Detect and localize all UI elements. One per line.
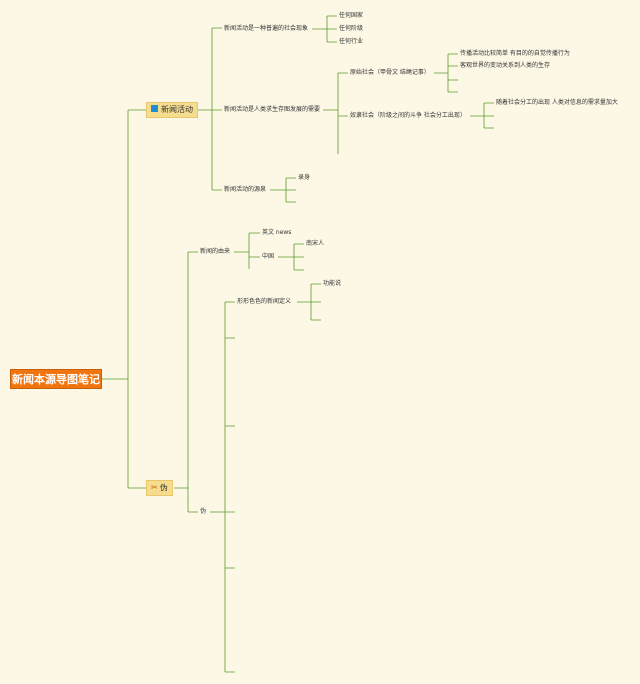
node-news-definitions[interactable]: 形形色色的新闻定义 (237, 298, 292, 305)
branch-fake[interactable]: ✂伪 (146, 480, 173, 496)
node-common-phenomenon[interactable]: 新闻活动是一种普遍的社会现象 (224, 25, 309, 32)
node-slave-child-1[interactable]: 随着社会分工的出现 人类对信息的需求量加大 (496, 99, 618, 106)
node-any-class[interactable]: 任何阶级 (339, 25, 364, 32)
node-primitive-child-1[interactable]: 传播活动比较简单 有目的的自觉传播行为 (460, 50, 570, 57)
node-southern-song[interactable]: 南宋人 (306, 240, 325, 247)
node-news-origin[interactable]: 新闻的由来 (200, 248, 231, 255)
root-node[interactable]: 新闻本源导图笔记 (10, 369, 102, 389)
scissors-icon: ✂ (151, 483, 158, 492)
node-primitive-society[interactable]: 原始社会（甲骨文 结绳记事） (350, 69, 430, 76)
node-any-industry[interactable]: 任何行业 (339, 38, 364, 45)
node-fake[interactable]: 伪 (200, 508, 207, 515)
branch-news-activity[interactable]: 新闻活动 (146, 102, 198, 118)
branch-news-activity-label: 新闻活动 (161, 105, 193, 114)
node-source-child-1[interactable]: 录身 (298, 174, 311, 181)
node-primitive-child-2[interactable]: 客观世界的变动关系到人类的生存 (460, 62, 551, 69)
node-survival-need[interactable]: 新闻活动是人类求生存图发展的需要 (224, 106, 321, 113)
node-any-country[interactable]: 任何国家 (339, 12, 364, 19)
node-china[interactable]: 中国 (262, 253, 275, 260)
node-english-news[interactable]: 英文 news (262, 229, 292, 236)
branch-fake-label: 伪 (159, 483, 168, 493)
node-slave-society[interactable]: 奴隶社会（阶级之间的斗争 社会分工出现） (350, 112, 466, 119)
node-news-source[interactable]: 新闻活动的源泉 (224, 186, 267, 193)
flag-icon (151, 105, 158, 112)
node-function-theory[interactable]: 功能说 (323, 280, 342, 287)
